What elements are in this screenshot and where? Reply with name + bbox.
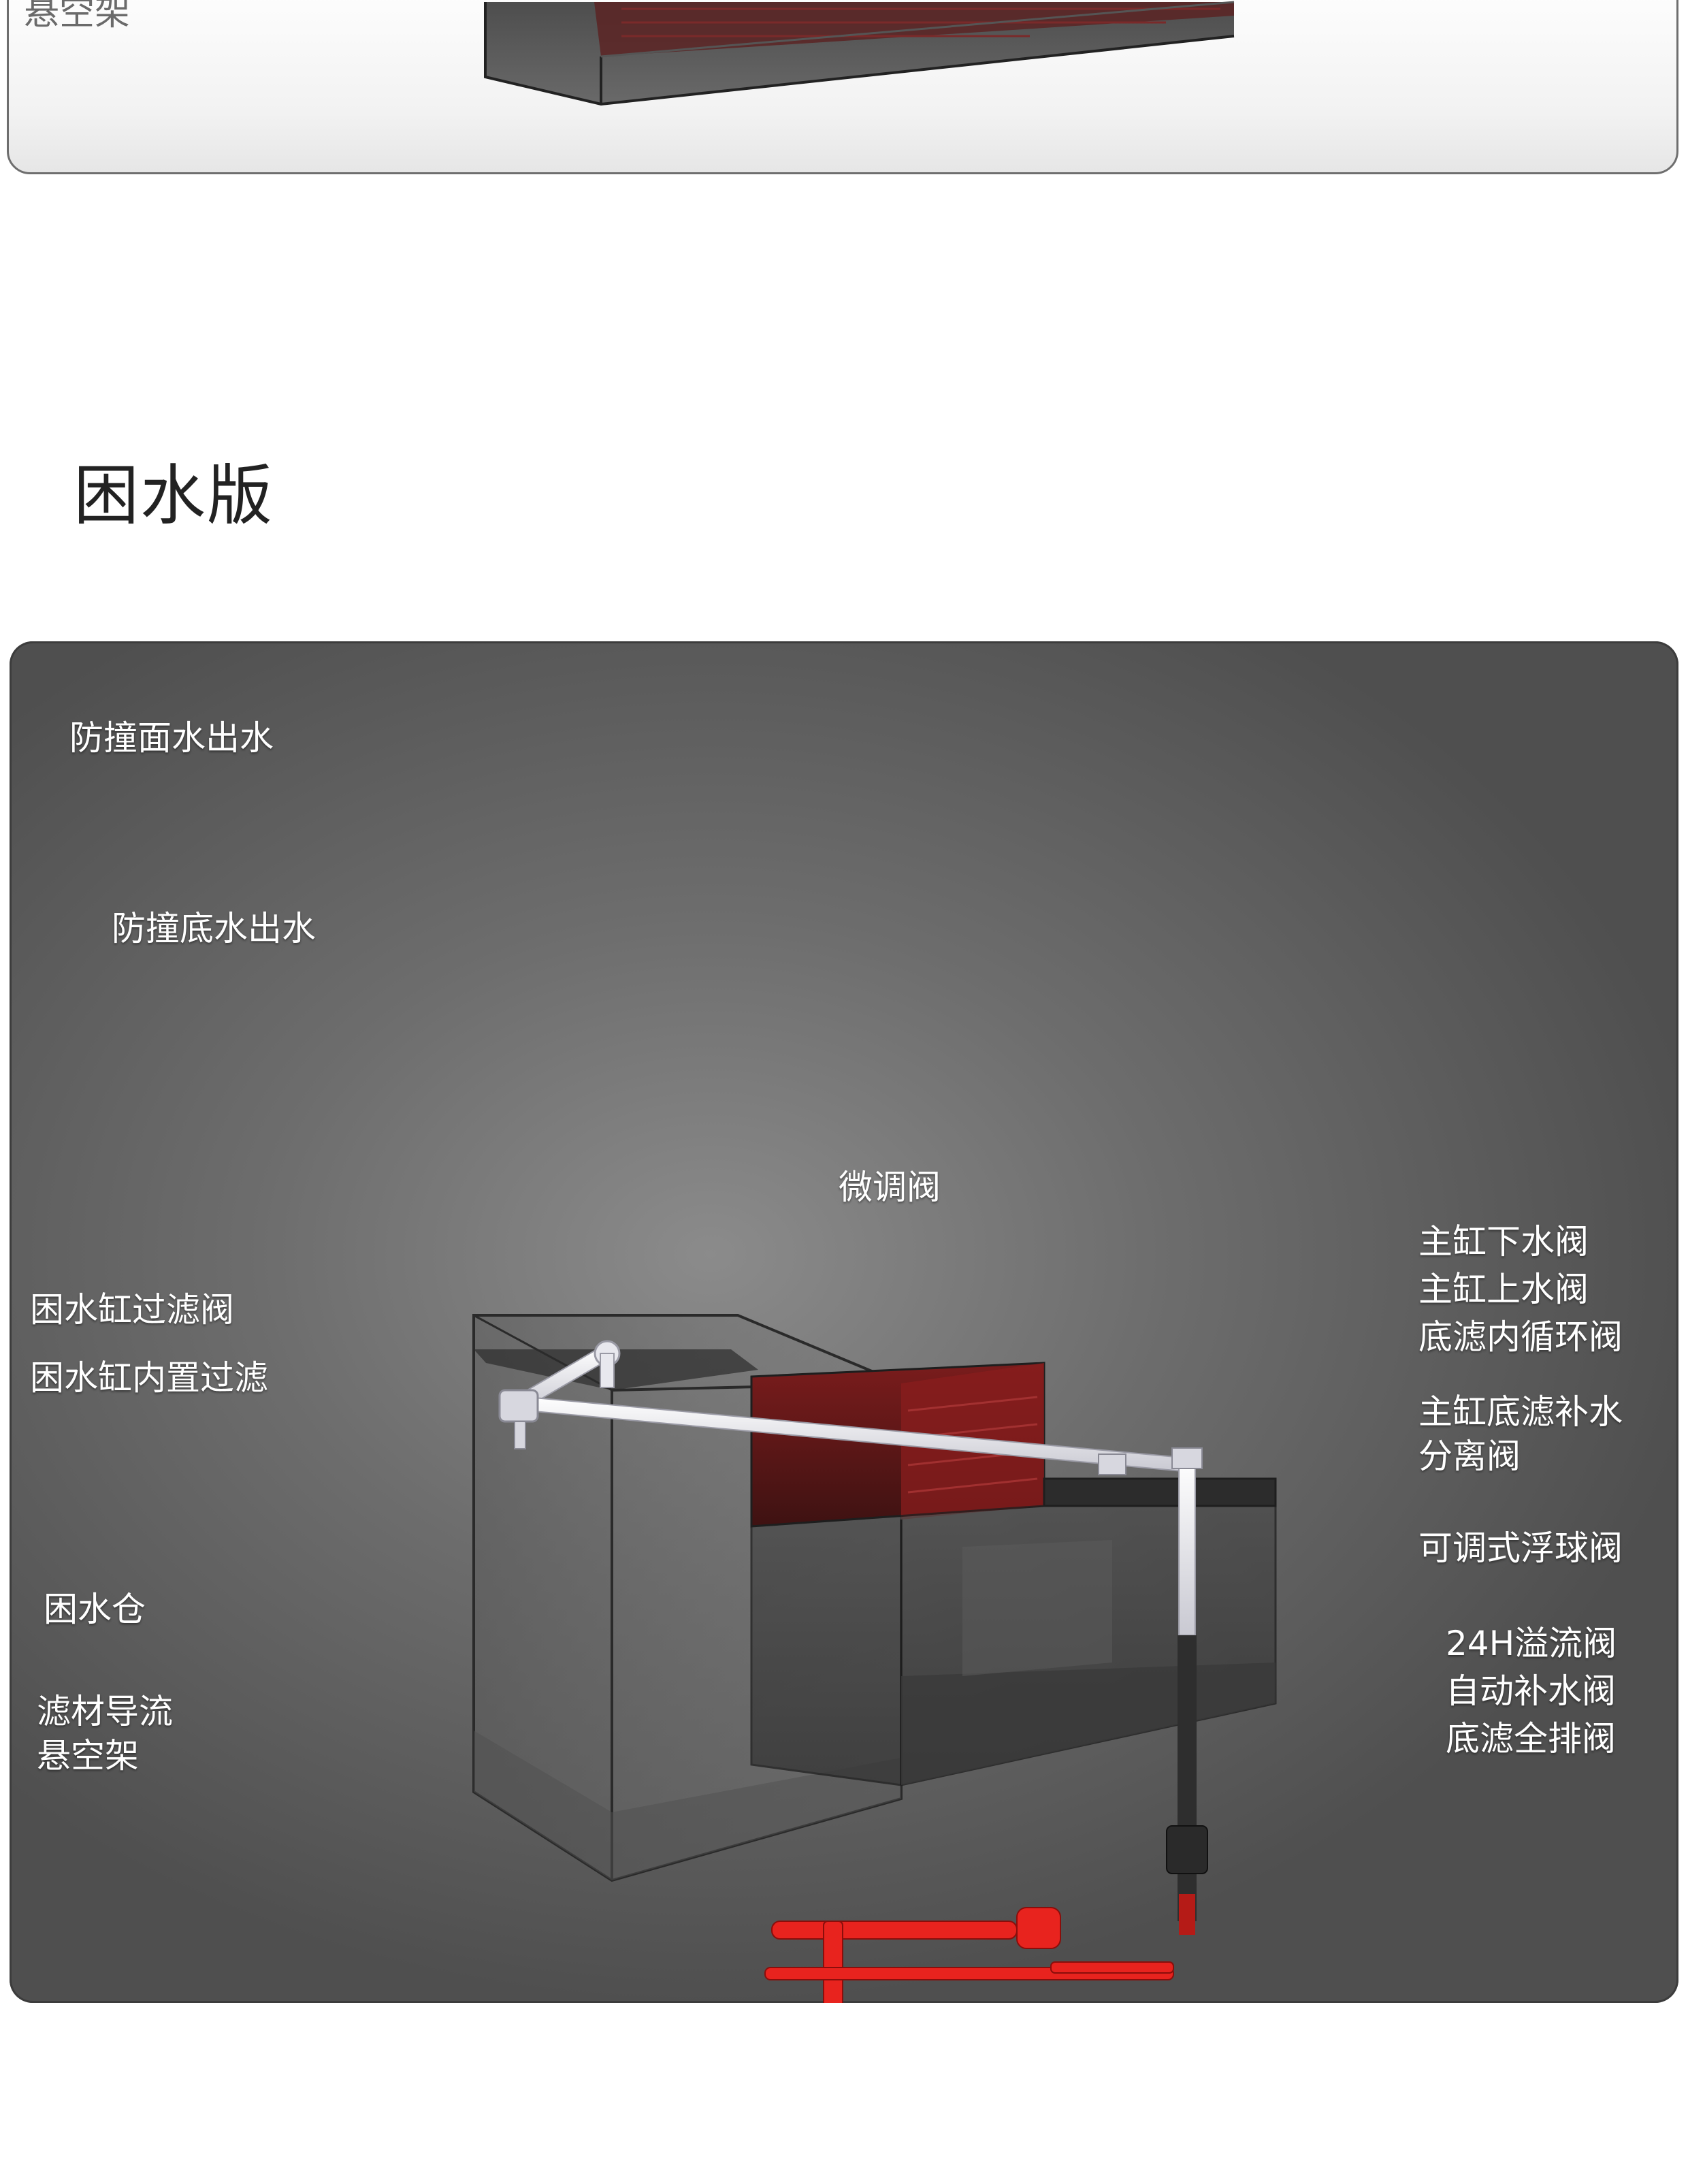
label-media-rack: 滤材导流 悬空架	[37, 1690, 173, 1778]
label-topup-separation-valve: 主缸底滤补水 分离阀	[1418, 1390, 1623, 1479]
red-plumbing	[765, 1908, 1173, 2003]
label-overflow-24h-valve: 24H溢流阀	[1446, 1622, 1617, 1666]
top-product-panel: 悬空架	[7, 0, 1678, 174]
label-trap-filter-valve: 困水缸过滤阀	[30, 1288, 234, 1332]
top-panel-label: 悬空架	[24, 0, 130, 31]
label-anti-surface-outlet: 防撞面水出水	[69, 716, 274, 760]
label-main-drain-valve: 主缸下水阀	[1418, 1220, 1589, 1264]
trap-water-version-panel: 防撞面水出水 防撞底水出水 微调阀 困水缸过滤阀 困水缸内置过滤 困水仓 滤材导…	[10, 641, 1678, 2003]
label-sump-loop-valve: 底滤内循环阀	[1418, 1315, 1623, 1360]
label-fine-tune-valve: 微调阀	[839, 1166, 941, 1210]
label-trap-chamber: 困水仓	[44, 1588, 146, 1632]
label-auto-topup-valve: 自动补水阀	[1446, 1669, 1616, 1714]
label-float-valve: 可调式浮球阀	[1418, 1526, 1623, 1571]
label-trap-builtin-filter: 困水缸内置过滤	[30, 1356, 268, 1400]
label-sump-drain-valve: 底滤全排阀	[1446, 1717, 1616, 1761]
label-anti-bottom-outlet: 防撞底水出水	[112, 907, 316, 951]
top-tank-illustration	[9, 0, 1678, 174]
section-title: 困水版	[74, 463, 274, 528]
sump-tank	[751, 1479, 1276, 1785]
label-main-supply-valve: 主缸上水阀	[1418, 1268, 1589, 1312]
